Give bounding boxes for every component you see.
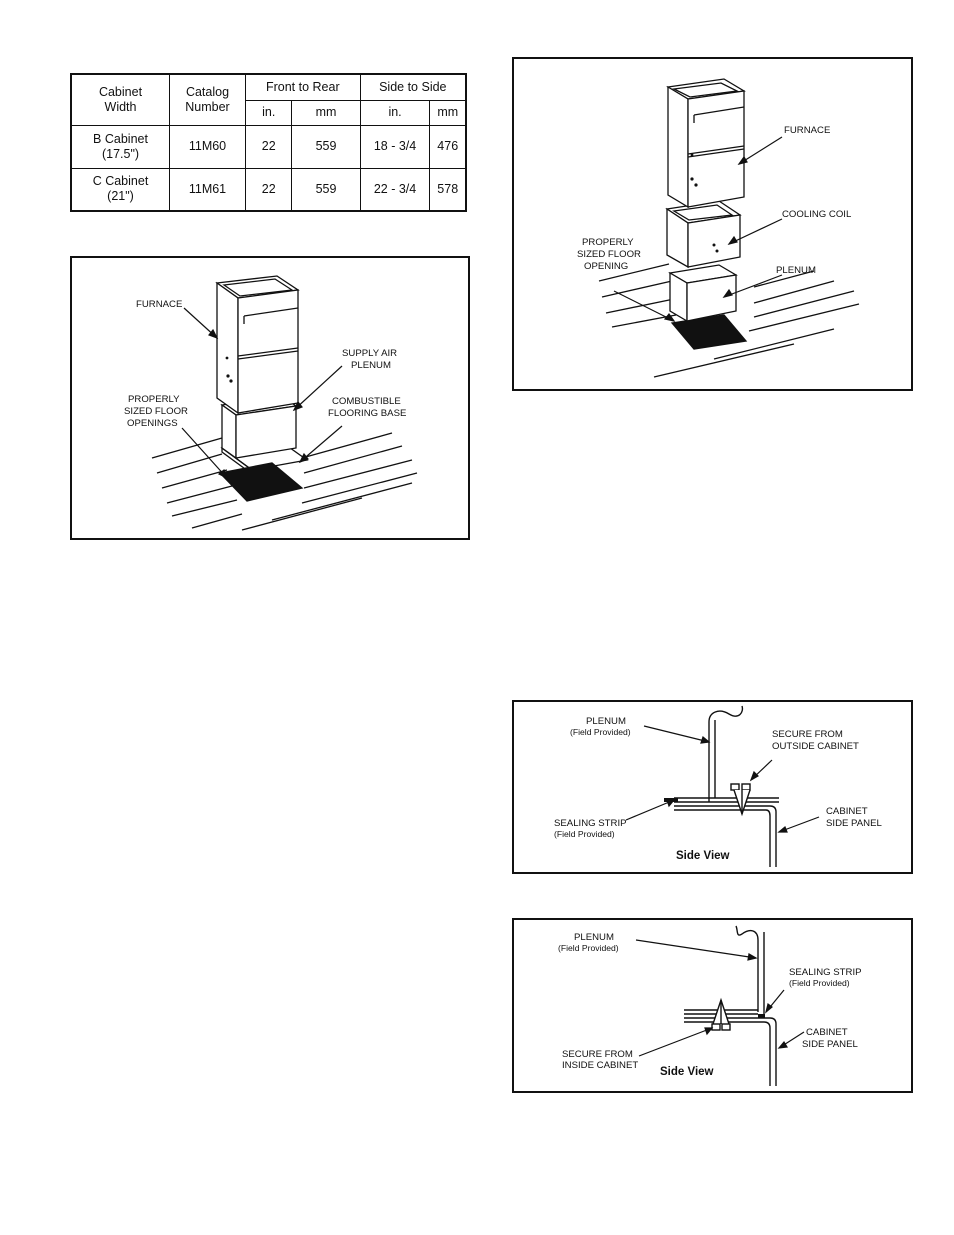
label-plenum-field: (Field Provided) — [558, 943, 619, 953]
cell-catalog: 11M61 — [169, 167, 246, 212]
label-supply-air: SUPPLY AIR — [342, 348, 397, 359]
label-inside-cabinet: INSIDE CABINET — [562, 1060, 638, 1071]
cell-fr-mm: 559 — [291, 167, 361, 212]
cell-ss-mm: 476 — [429, 124, 467, 169]
cell-catalog: 11M60 — [169, 124, 246, 169]
header-ss-in: in. — [359, 99, 431, 126]
table-row: B Cabinet (17.5") 11M60 22 559 18 - 3/4 … — [70, 124, 467, 169]
label-cabinet: CABINET — [806, 1027, 848, 1038]
label-sealing-strip: SEALING STRIP — [554, 818, 627, 829]
header-cabinet-width: Cabinet Width — [70, 73, 170, 126]
label-opening: OPENING — [584, 261, 628, 272]
label-side-view: Side View — [676, 850, 730, 862]
label-sized-floor: SIZED FLOOR — [577, 249, 641, 260]
label-sealing-field: (Field Provided) — [789, 978, 850, 988]
label-properly: PROPERLY — [582, 237, 634, 248]
label-combustible: COMBUSTIBLE — [332, 396, 401, 407]
header-fr-mm: mm — [291, 99, 361, 126]
cooling-coil-illustration: FURNACE COOLING COIL PLENUM PROPERLY SIZ… — [577, 78, 860, 378]
label-outside-cabinet: OUTSIDE CABINET — [772, 741, 859, 752]
label-supply-plenum: PLENUM — [351, 360, 391, 371]
figure-combustible-flooring-base: FURNACE SUPPLY AIR PLENUM PROPERLY SIZED… — [70, 256, 470, 540]
header-fr-in: in. — [244, 99, 293, 126]
label-sealing-field: (Field Provided) — [554, 829, 615, 839]
cell-width: C Cabinet (21") — [70, 167, 170, 212]
cell-ss-in: 22 - 3/4 — [359, 167, 431, 212]
table-row: C Cabinet (21") 11M61 22 559 22 - 3/4 57… — [70, 167, 467, 212]
label-plenum: PLENUM — [776, 265, 816, 276]
label-furnace: FURNACE — [784, 125, 830, 136]
furnace-base-illustration: FURNACE SUPPLY AIR PLENUM PROPERLY SIZED… — [124, 275, 418, 531]
label-secure-from: SECURE FROM — [772, 729, 843, 740]
label-flooring-base: FLOORING BASE — [328, 408, 406, 419]
label-openings: OPENINGS — [127, 418, 178, 429]
figure-side-view-inside: PLENUM (Field Provided) SEALING STRIP (F… — [512, 918, 913, 1093]
label-side-view: Side View — [660, 1066, 714, 1078]
label-properly: PROPERLY — [128, 394, 180, 405]
side-view-inside-illustration: PLENUM (Field Provided) SEALING STRIP (F… — [558, 925, 862, 1086]
cabinet-dimensions-table: Cabinet Width Catalog Number Front to Re… — [70, 73, 467, 212]
side-view-outside-illustration: PLENUM (Field Provided) SECURE FROM OUTS… — [554, 705, 882, 867]
cell-fr-in: 22 — [244, 124, 293, 169]
header-ss-mm: mm — [429, 99, 467, 126]
label-plenum: PLENUM — [574, 932, 614, 943]
cell-ss-in: 18 - 3/4 — [359, 124, 431, 169]
label-side-panel: SIDE PANEL — [826, 818, 882, 829]
header-catalog-number: Catalog Number — [169, 73, 246, 126]
label-cooling-coil: COOLING COIL — [782, 209, 852, 220]
label-side-panel: SIDE PANEL — [802, 1039, 858, 1050]
label-cabinet: CABINET — [826, 806, 868, 817]
label-plenum-field: (Field Provided) — [570, 727, 631, 737]
label-plenum: PLENUM — [586, 716, 626, 727]
cell-fr-mm: 559 — [291, 124, 361, 169]
cell-ss-mm: 578 — [429, 167, 467, 212]
cell-width: B Cabinet (17.5") — [70, 124, 170, 169]
label-furnace: FURNACE — [136, 299, 182, 310]
label-sized-floor: SIZED FLOOR — [124, 406, 188, 417]
figure-furnace-cooling-coil: FURNACE COOLING COIL PLENUM PROPERLY SIZ… — [512, 57, 913, 391]
cell-fr-in: 22 — [244, 167, 293, 212]
label-secure-from: SECURE FROM — [562, 1049, 633, 1060]
figure-side-view-outside: PLENUM (Field Provided) SECURE FROM OUTS… — [512, 700, 913, 874]
label-sealing-strip: SEALING STRIP — [789, 967, 862, 978]
header-front-to-rear: Front to Rear — [245, 73, 361, 101]
header-side-to-side: Side to Side — [359, 73, 467, 101]
